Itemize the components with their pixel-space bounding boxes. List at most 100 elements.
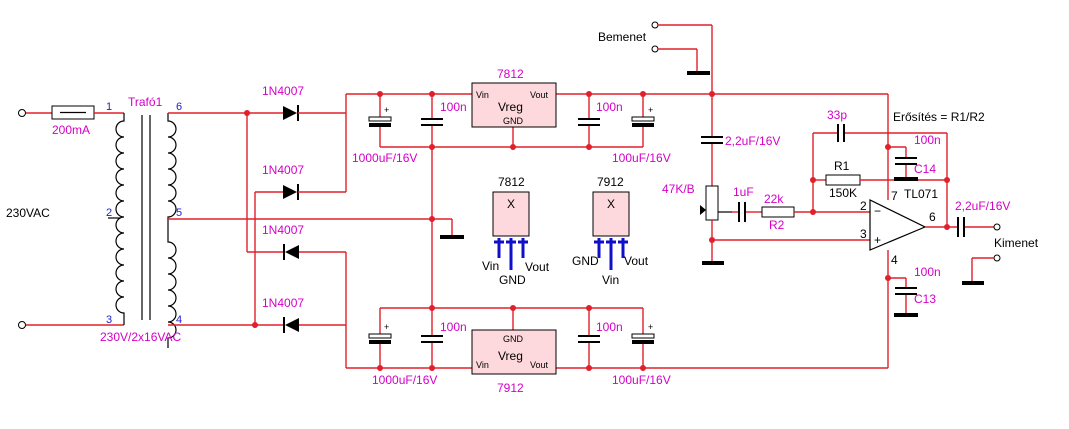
opamp-tl071: − + TL071 2 3 7 4 6 <box>860 187 938 267</box>
cap-input-coupling-label: 2,2uF/16V <box>725 134 780 148</box>
svg-text:+: + <box>648 105 653 115</box>
opamp-minus-sign: − <box>874 204 881 218</box>
cap-c13-value: 100n <box>914 265 941 279</box>
cap-top-in-cer: 100n <box>421 94 467 147</box>
potentiometer-label: 47K/B <box>662 182 695 196</box>
gain-formula: Erősítés = R1/R2 <box>893 110 985 124</box>
output-label: Kimenet <box>994 236 1039 250</box>
signal-input: Bemenet <box>598 21 715 136</box>
secondary-wiring <box>168 110 432 328</box>
opamp-plus-sign: + <box>874 233 881 247</box>
cap-bottom-in-cer-label: 100n <box>440 320 467 334</box>
pinout-7812-title: 7812 <box>498 175 525 189</box>
pinout-7912: 7912 X GND Vout Vin <box>572 175 649 287</box>
output-terminal-ground <box>993 254 1001 262</box>
regulator-bottom-gnd: GND <box>503 334 524 344</box>
diode-d4: 1N4007 <box>262 296 346 333</box>
power-rails <box>345 91 888 371</box>
regulator-top-gnd: GND <box>503 116 524 126</box>
input-label: Bemenet <box>598 30 647 44</box>
pinout-7912-left: GND <box>572 254 599 268</box>
regulator-bottom-vin: Vin <box>476 360 489 370</box>
cap-top-out-elko-label: 100uF/16V <box>612 151 671 165</box>
input-terminal-ground <box>651 45 659 53</box>
transformer-rating: 230V/2x16VAC <box>100 330 181 344</box>
pinout-7912-mark: X <box>607 197 615 211</box>
cap-top-out-cer-label: 100n <box>596 100 623 114</box>
pinout-7812-center: GND <box>499 273 526 287</box>
regulator-top-body: Vreg <box>498 100 523 114</box>
svg-text:+: + <box>384 322 389 332</box>
regulator-bottom-part: 7912 <box>497 381 524 395</box>
pin-label-4: 4 <box>176 314 182 326</box>
cap-c14: 100n C14 <box>885 94 941 200</box>
regulator-bottom-vout: Vout <box>530 360 549 370</box>
opamp-pin-6: 6 <box>929 210 936 224</box>
pinout-7912-center: Vin <box>602 273 619 287</box>
cap-c14-name: C14 <box>914 162 936 176</box>
cap-input-coupling: 2,2uF/16V <box>701 134 780 186</box>
pinout-7812: 7812 X Vin Vout GND <box>482 175 550 287</box>
fuse-rating: 200mA <box>52 123 90 137</box>
regulator-top-vin: Vin <box>476 90 489 100</box>
cap-top-in-cer-label: 100n <box>440 100 467 114</box>
diode-d3: 1N4007 <box>262 223 346 260</box>
mains-terminal-top <box>18 109 26 117</box>
opamp-pin-4: 4 <box>891 253 898 267</box>
resistor-r2-value: 22k <box>764 192 784 206</box>
cap-top-out-cer: 100n <box>578 94 623 147</box>
cap-bottom-in-elko-label: 1000uF/16V <box>372 373 437 387</box>
cap-pot-coupling: 1uF <box>732 185 762 222</box>
regulator-bottom-body: Vreg <box>498 349 523 363</box>
pinout-7912-right: Vout <box>624 254 649 268</box>
pin-label-6: 6 <box>176 101 182 113</box>
mains-voltage-label: 230VAC <box>6 206 50 220</box>
diode-d2-label: 1N4007 <box>262 163 304 177</box>
cap-bottom-in-elko: + 1000uF/16V <box>368 308 437 387</box>
opamp-pin-3: 3 <box>860 227 867 241</box>
cap-top-in-elko-label: 1000uF/16V <box>352 151 417 165</box>
input-terminal-signal <box>651 21 659 29</box>
pin-label-1: 1 <box>106 101 112 113</box>
resistor-r1 <box>825 174 861 186</box>
transformer: Trafó1 230V/2x16VAC 1 2 3 4 5 6 <box>100 95 182 348</box>
mains-terminal-bottom <box>18 321 26 329</box>
potentiometer: 47K/B <box>662 182 732 265</box>
regulator-top-part: 7812 <box>497 67 524 81</box>
resistor-r1-value: 150K <box>829 186 857 200</box>
feedback-network: 33p R1 150K Erősítés = R1/R2 <box>810 108 985 227</box>
cap-bottom-in-cer: 100n <box>421 308 467 368</box>
cap-bottom-out-cer-label: 100n <box>596 320 623 334</box>
pinout-7912-title: 7912 <box>597 175 624 189</box>
cap-feedback-label: 33p <box>827 108 847 122</box>
cap-c14-value: 100n <box>914 133 941 147</box>
cap-bottom-out-cer: 100n <box>578 308 623 368</box>
resistor-r2-name: R2 <box>769 218 785 232</box>
primary-winding <box>115 113 125 325</box>
cap-top-out-elko: + 100uF/16V <box>612 94 671 165</box>
opamp-pin-2: 2 <box>860 199 867 213</box>
svg-text:+: + <box>648 322 653 332</box>
pinout-7812-right: Vout <box>525 260 550 274</box>
diode-d3-label: 1N4007 <box>262 223 304 237</box>
output-terminal-signal <box>993 223 1001 231</box>
resistor-r1-name: R1 <box>834 159 850 173</box>
diode-d4-label: 1N4007 <box>262 296 304 310</box>
cap-c13-name: C13 <box>914 292 936 306</box>
diode-d2: 1N4007 <box>262 163 346 200</box>
cap-bottom-out-elko: + 100uF/16V <box>612 308 671 387</box>
cap-top-in-elko: + 1000uF/16V <box>352 94 417 165</box>
opamp-part: TL071 <box>904 187 938 201</box>
regulator-top-vout: Vout <box>530 90 549 100</box>
pinout-7812-mark: X <box>507 197 515 211</box>
opamp-pin-7: 7 <box>891 189 898 203</box>
mains-input: 200mA 230VAC <box>6 105 124 329</box>
resistor-r2: 22k R2 <box>761 192 813 232</box>
transformer-name: Trafó1 <box>128 95 163 109</box>
cap-bottom-out-elko-label: 100uF/16V <box>612 373 671 387</box>
pin-label-3: 3 <box>106 314 112 326</box>
pin-label-2: 2 <box>106 207 112 219</box>
diode-d1: 1N4007 <box>262 84 346 121</box>
cap-output-coupling-label: 2,2uF/16V <box>955 199 1010 213</box>
